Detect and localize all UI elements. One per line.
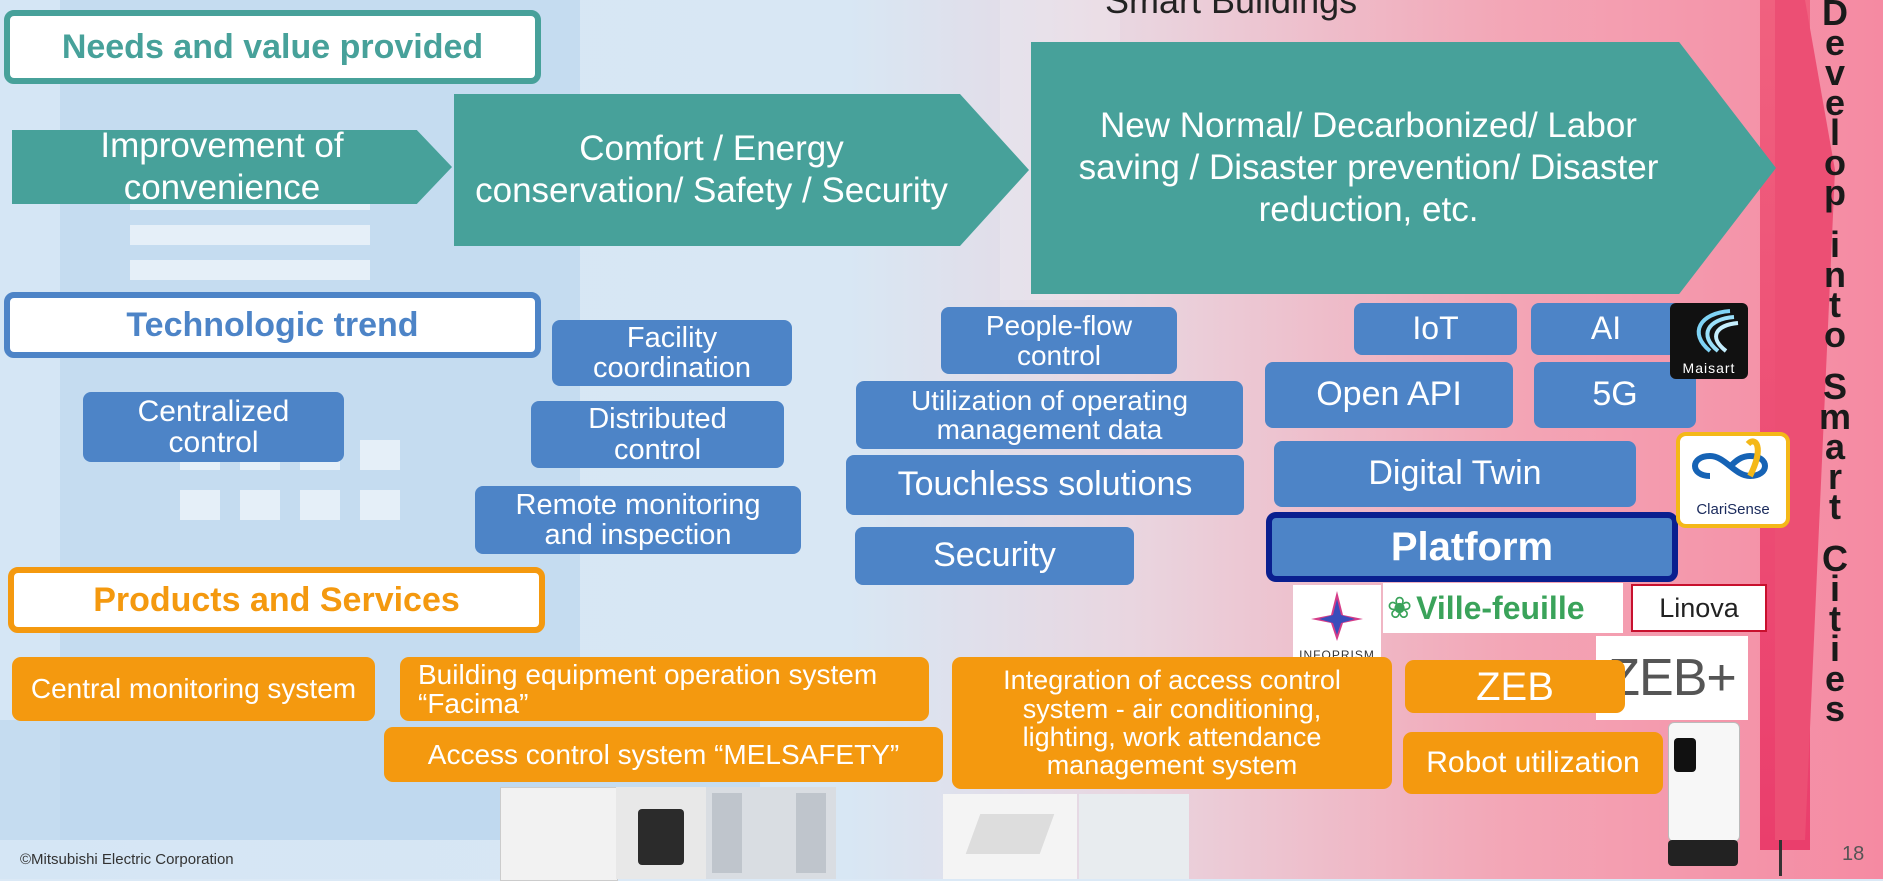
access-keypad-image [500,787,618,881]
needs-arrow-convenience: Improvement of convenience [12,130,452,204]
big-right-arrow [1775,0,1835,840]
vertical-letter: S [1822,366,1847,407]
vertical-letter: p [1824,172,1846,213]
tech-security: Security [855,527,1134,585]
needs-arrow-comfort: Comfort / Energy conservation/ Safety / … [454,94,1029,246]
vertical-letter [1830,516,1840,538]
tech-header: Technologic trend [4,292,541,358]
robot-image [1664,722,1742,872]
card-reader-image [616,787,706,879]
page-title: Smart Buildings [1105,0,1358,21]
infoprism-logo: INFOPRISM [1293,585,1381,667]
vertical-letter: e [1824,658,1846,699]
vertical-letter: o [1824,142,1846,183]
product-integration: Integration of access control system - a… [952,657,1392,789]
page-number-divider [1779,840,1782,876]
maisart-logo: Maisart [1670,303,1748,379]
needs-header: Needs and value provided [4,10,541,84]
product-facima: Building equipment operation system “Fac… [400,657,929,721]
vertical-letter: t [1829,284,1841,325]
clarisense-loop-icon [1692,438,1768,480]
maisart-swirl-icon [1696,309,1739,353]
clarisense-label: ClariSense [1696,501,1770,518]
vertical-letter: o [1824,314,1846,355]
vertical-letter: D [1822,0,1848,33]
vertical-letter: m [1818,396,1851,437]
vertical-letter: n [1824,254,1846,295]
tech-centralized-control: Centralized control [83,392,344,462]
tech-open-api: Open API [1265,362,1513,428]
tech-digital-twin: Digital Twin [1274,441,1636,507]
tech-facility-coordination: Facility coordination [552,320,792,386]
vertical-letter [1830,344,1840,366]
clarisense-logo: ClariSense [1676,432,1790,528]
linova-logo: Linova [1631,584,1767,632]
vertical-letter: a [1824,426,1846,467]
vertical-letter: C [1822,538,1848,579]
tech-ai: AI [1531,303,1681,355]
zeb-plus-label: ZEB+ [1608,649,1736,707]
tech-5g: 5G [1534,362,1696,428]
ville-feuille-label: Ville-feuille [1416,589,1585,626]
vertical-letter: r [1827,456,1842,497]
tech-remote-monitoring: Remote monitoring and inspection [475,486,801,554]
vertical-letter: t [1829,486,1841,527]
tech-platform: Platform [1266,512,1678,582]
maisart-label: Maisart [1682,360,1736,376]
tech-distributed-control: Distributed control [531,401,784,468]
infoprism-star-icon [1311,591,1363,641]
tech-iot: IoT [1354,303,1517,355]
tree-icon: ❀ [1387,591,1413,625]
vertical-letter: t [1829,598,1841,639]
vertical-letter: i [1829,224,1840,265]
needs-arrow-newnormal: New Normal/ Decarbonized/ Labor saving /… [1031,42,1776,294]
page-number: 18 [1842,843,1865,865]
ville-feuille-logo: ❀ Ville-feuille [1383,583,1623,633]
vertical-letter: s [1824,688,1846,729]
copyright-footer: ©Mitsubishi Electric Corporation [20,851,234,868]
vertical-letter: e [1824,82,1846,123]
tech-utilization-data: Utilization of operating management data [856,381,1243,449]
products-header: Products and Services [8,567,545,633]
vertical-letter: l [1829,112,1840,153]
vertical-letter: e [1824,22,1846,63]
product-zeb: ZEB [1405,660,1625,713]
product-melsafety: Access control system “MELSAFETY” [384,727,943,782]
security-gate-image [706,787,836,879]
air-conditioner-image [943,794,1077,879]
vertical-letter: v [1824,52,1846,93]
vertical-letter [1830,202,1840,224]
tech-people-flow: People-flow control [941,307,1177,374]
tech-touchless: Touchless solutions [846,455,1244,515]
vertical-letter: i [1829,628,1840,669]
lighting-image [1079,794,1189,879]
product-central-monitoring: Central monitoring system [12,657,375,721]
vertical-letter: i [1829,568,1840,609]
product-robot: Robot utilization [1403,732,1663,794]
